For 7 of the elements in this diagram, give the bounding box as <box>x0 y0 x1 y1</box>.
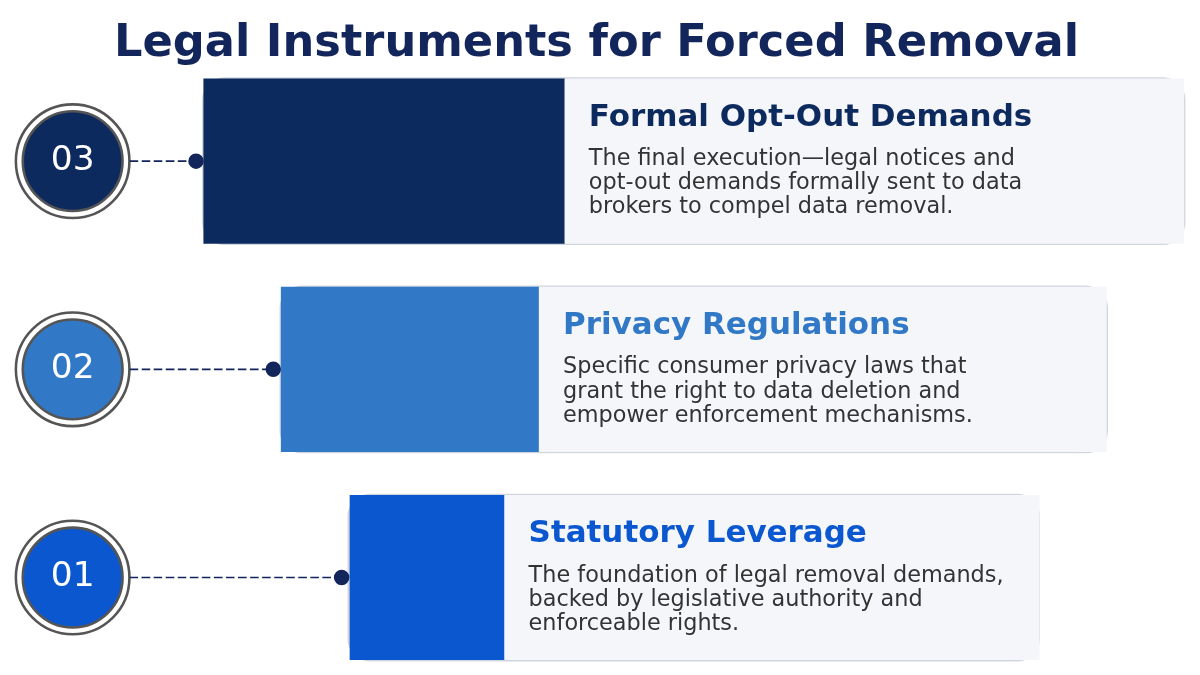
node-circle: 03 <box>14 103 131 220</box>
node-circle: 02 <box>14 311 131 428</box>
node-circle: 01 <box>14 519 131 636</box>
connector <box>128 361 281 378</box>
connector <box>128 569 350 586</box>
connector <box>128 153 204 169</box>
diagram-title: Legal Instruments for Forced Removal <box>113 13 1080 67</box>
